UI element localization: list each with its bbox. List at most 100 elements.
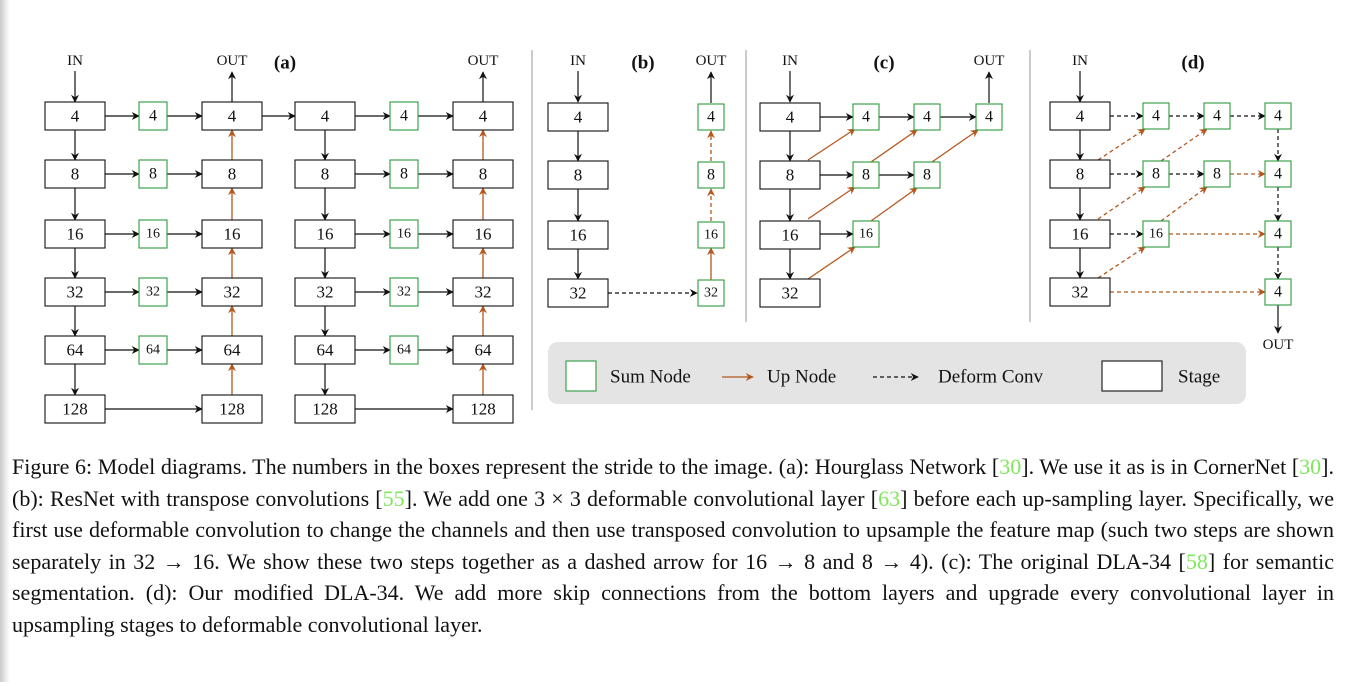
sum-node-label: 16 [704,228,718,243]
in-label: IN [67,53,83,69]
stage-label: 4 [228,107,237,126]
sum-node-label: 4 [1152,108,1160,125]
sum-node-box [697,221,725,249]
sum-node-box [389,219,419,249]
up-arrow [807,186,856,220]
sum-node-box [1264,220,1292,248]
sum-node-label: 32 [704,286,718,301]
caption-text: ]. (b): ResNet with transpose convolutio… [12,454,1334,511]
out-label: OUT [217,53,248,69]
in-label: IN [570,53,586,69]
stage-box [547,220,609,250]
legend-sum-node-label: Sum Node [610,367,691,388]
sum-node-box [913,103,941,131]
stage-box [44,335,106,365]
stage-label: 8 [786,166,795,185]
stage-label: 8 [574,166,583,185]
sum-node-label: 4 [1274,108,1282,125]
sum-node-box [1203,160,1231,188]
up-arrow [870,187,918,222]
caption-text: ]. We use it as is in CornerNet [ [1021,454,1300,479]
stage-label: 16 [570,226,587,245]
reference-link-63[interactable]: 63 [878,485,901,511]
stage-label: 16 [782,226,799,245]
sum-node-label: 8 [1213,166,1221,183]
sum-node-box [389,159,419,189]
stage-box [452,394,514,424]
stage-box [547,278,609,308]
reference-link-30[interactable]: 30 [999,454,1022,479]
stage-box [201,394,263,424]
sum-node-label: 4 [862,109,870,126]
caption-text: ] for semantic segmentation. (d): Our mo… [12,548,1335,637]
sum-node-box [1142,220,1170,248]
stage-label: 32 [317,283,334,302]
stage-label: 16 [1072,225,1089,244]
sum-node-box [389,335,419,365]
stage-box [201,159,263,189]
stage-box [294,335,356,365]
sum-node-label: 4 [1274,166,1282,183]
stage-label: 8 [321,165,330,184]
sum-node-label: 32 [397,285,411,300]
sum-node-label: 4 [923,109,931,126]
sum-node-box [138,219,168,249]
deform-up-arrow [1097,186,1146,220]
legend-up-node-label: Up Node [767,367,836,388]
stage-box [759,278,821,308]
sum-node-label: 8 [923,167,931,184]
stage-label: 64 [475,341,493,360]
stage-label: 32 [782,284,799,303]
stage-label: 4 [479,107,488,126]
reference-link-58[interactable]: 58 [1185,548,1208,574]
stage-box [201,219,263,249]
sum-node-box [1142,102,1170,130]
stage-label: 32 [67,283,84,302]
in-label: IN [782,53,798,69]
stage-box [759,220,821,250]
stage-box [44,101,106,131]
sum-node-box [389,277,419,307]
stage-box [294,219,356,249]
stage-box [452,335,514,365]
caption-text: ]. We add one 3 × 3 deformable convoluti… [404,485,879,511]
sum-node-label: 16 [146,227,160,242]
sum-node-label: 4 [400,108,408,125]
stage-label: 8 [479,165,488,184]
sum-node-box [1203,102,1231,130]
sum-node-box [138,159,168,189]
reference-link-55[interactable]: 55 [382,485,405,511]
page-edge-shadow [0,0,10,682]
stage-label: 128 [219,400,245,419]
stage-box [547,102,609,132]
stage-label: 4 [1076,107,1085,126]
caption-text: ] before each up-sampling layer. Specifi… [12,485,1334,574]
out-label: OUT [468,53,499,69]
reference-link-30[interactable]: 30 [1299,454,1322,479]
stage-box [452,101,514,131]
stage-box [1049,277,1111,307]
deform-up-arrow [1160,128,1208,162]
stage-box [294,101,356,131]
sum-node-box [975,103,1003,131]
sum-node-box [138,101,168,131]
stage-box [44,394,106,424]
sum-node-label: 4 [149,108,157,125]
stage-label: 32 [570,284,587,303]
sum-node-label: 16 [397,227,411,242]
stage-label: 64 [67,341,85,360]
up-arrow [807,128,856,161]
stage-box [759,102,821,132]
panel-label-c: (c) [873,53,894,74]
sum-node-box [852,103,880,131]
sum-node-label: 4 [707,109,715,126]
stage-box [1049,101,1111,131]
sum-node-box [1264,102,1292,130]
stage-box [452,159,514,189]
stage-box [1049,219,1111,249]
sum-node-box [389,101,419,131]
out-label: OUT [1263,337,1294,353]
panel-label-d: (d) [1181,53,1204,74]
sum-node-box [697,279,725,307]
sum-node-label: 4 [1274,284,1282,301]
